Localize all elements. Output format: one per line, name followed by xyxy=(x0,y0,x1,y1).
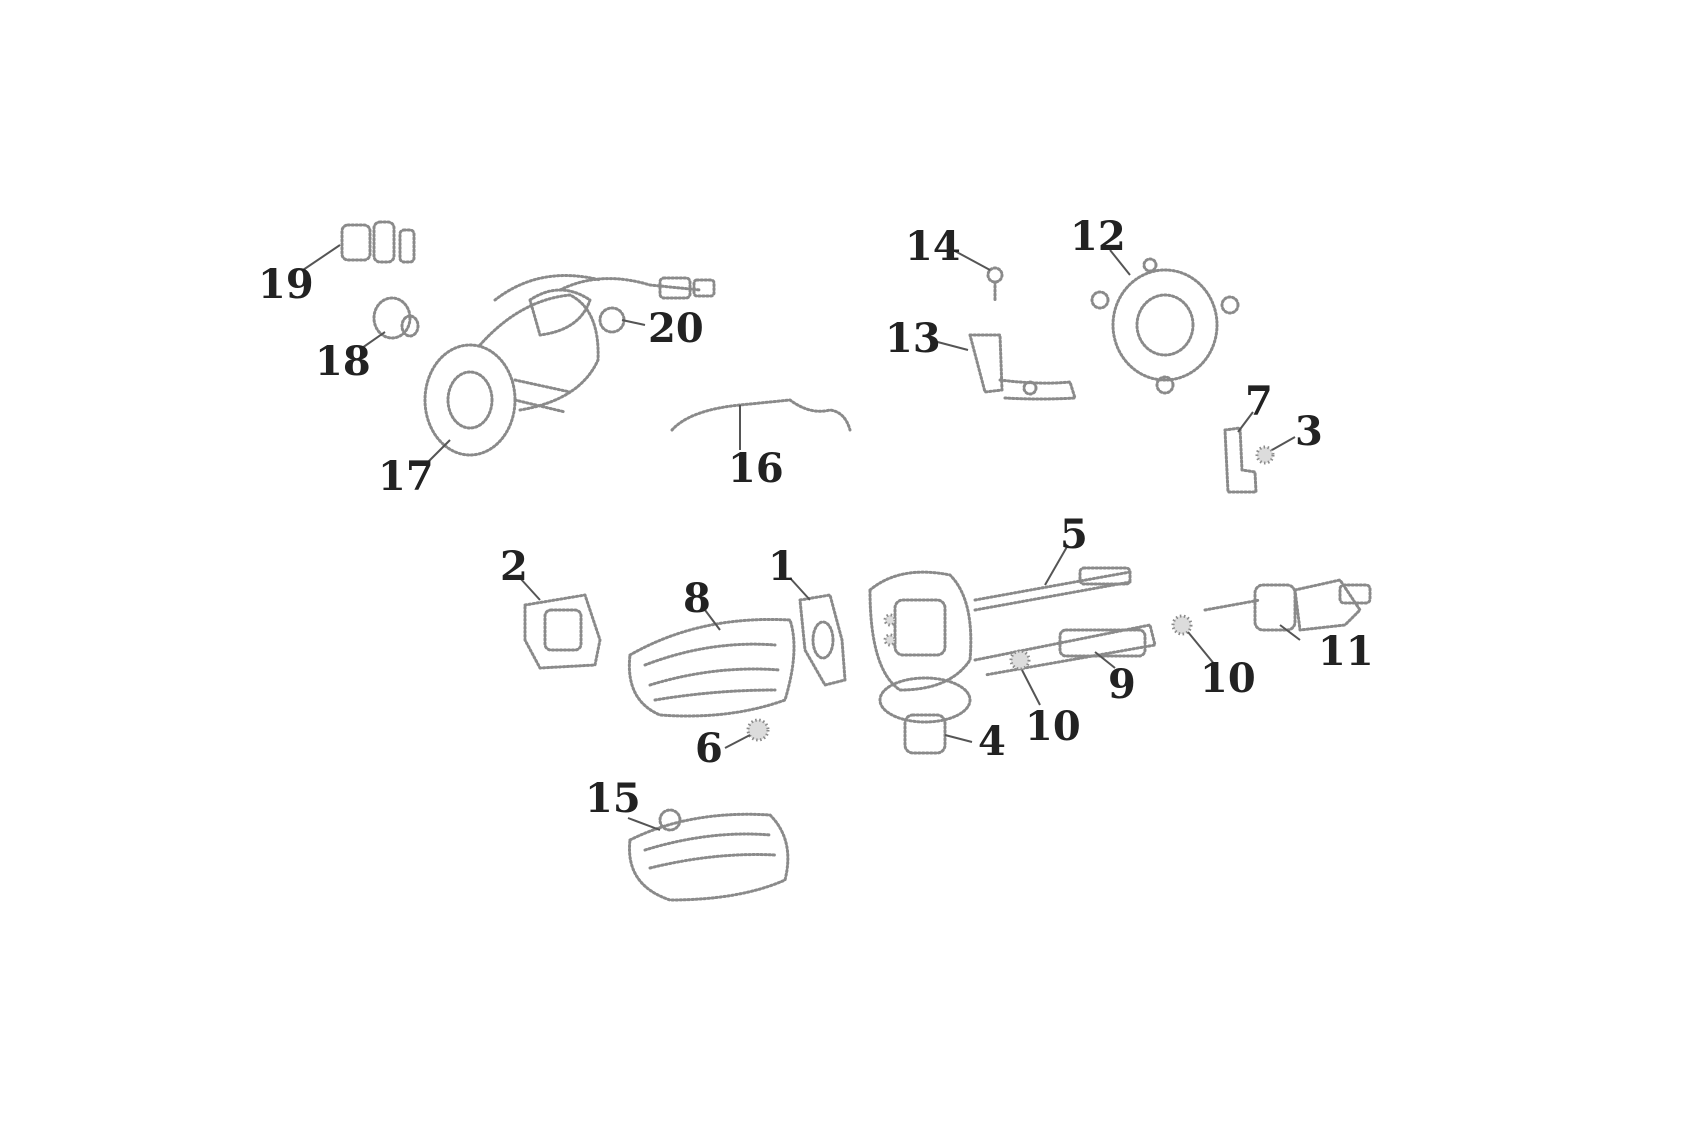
callout-3: 3 xyxy=(1295,408,1323,455)
leader-3 xyxy=(1271,436,1296,451)
callout-2: 2 xyxy=(500,543,528,590)
callout-14: 14 xyxy=(905,223,961,270)
callout-13: 13 xyxy=(885,315,941,362)
leader-11 xyxy=(1279,624,1301,641)
callout-16: 16 xyxy=(728,445,784,492)
leader-5 xyxy=(1044,544,1069,586)
part-1-gasket xyxy=(798,593,847,687)
part-12-throttle-body xyxy=(1090,257,1240,395)
leader-15 xyxy=(627,817,661,831)
callout-8: 8 xyxy=(683,575,711,622)
leader-18 xyxy=(361,331,386,349)
part-17-pump-assembly xyxy=(423,274,602,457)
part-5-rods xyxy=(973,566,1132,612)
leader-13 xyxy=(929,339,969,351)
leader-8 xyxy=(704,609,721,631)
part-13-bracket xyxy=(968,333,1077,401)
part-16-tube xyxy=(670,398,852,432)
callout-labels: 19 18 20 17 16 14 13 12 7 3 5 2 8 1 9 10… xyxy=(258,213,1374,822)
callout-17: 17 xyxy=(378,453,434,500)
callout-5: 5 xyxy=(1060,511,1088,558)
callout-12: 12 xyxy=(1070,213,1126,260)
callout-15: 15 xyxy=(585,775,641,822)
part-11-solenoid xyxy=(1203,578,1372,632)
callout-1: 1 xyxy=(768,543,796,590)
leader-10b xyxy=(1187,631,1216,666)
part-7-bracket xyxy=(1223,426,1258,494)
part-10-nut-left xyxy=(1009,649,1031,671)
part-14-screw xyxy=(986,266,1004,302)
leader-9 xyxy=(1094,651,1116,669)
callout-19: 19 xyxy=(258,261,314,308)
part-2-gasket xyxy=(523,593,602,670)
part-8-manifold xyxy=(627,617,796,718)
leader-2 xyxy=(519,577,541,601)
callout-20: 20 xyxy=(648,305,704,352)
leader-19 xyxy=(302,244,341,271)
callout-10-left: 10 xyxy=(1025,703,1081,750)
leader-10a xyxy=(1021,669,1041,706)
part-3-nut xyxy=(1255,445,1275,465)
callout-10-right: 10 xyxy=(1200,655,1256,702)
part-9-choke-rod xyxy=(973,623,1157,677)
callout-11: 11 xyxy=(1318,628,1374,675)
callout-6: 6 xyxy=(695,725,723,772)
callout-9: 9 xyxy=(1108,661,1136,708)
part-18-cap xyxy=(372,296,420,340)
leader-20 xyxy=(621,319,646,326)
part-6-nut xyxy=(746,718,770,742)
leader-4 xyxy=(944,734,973,743)
callout-18: 18 xyxy=(315,338,371,385)
leader-lines xyxy=(302,244,1301,831)
leader-12 xyxy=(1109,249,1131,276)
part-15-air-cleaner xyxy=(628,808,790,902)
leader-14 xyxy=(952,249,991,271)
part-10-nut-right xyxy=(1171,614,1193,636)
leader-6 xyxy=(724,734,751,749)
leader-17 xyxy=(427,439,451,463)
leader-1 xyxy=(789,577,811,601)
part-19-connector xyxy=(340,220,416,264)
part-4-carburetor xyxy=(868,570,973,755)
leader-7 xyxy=(1237,411,1254,433)
callout-7: 7 xyxy=(1245,378,1273,425)
callout-4: 4 xyxy=(978,718,1006,765)
